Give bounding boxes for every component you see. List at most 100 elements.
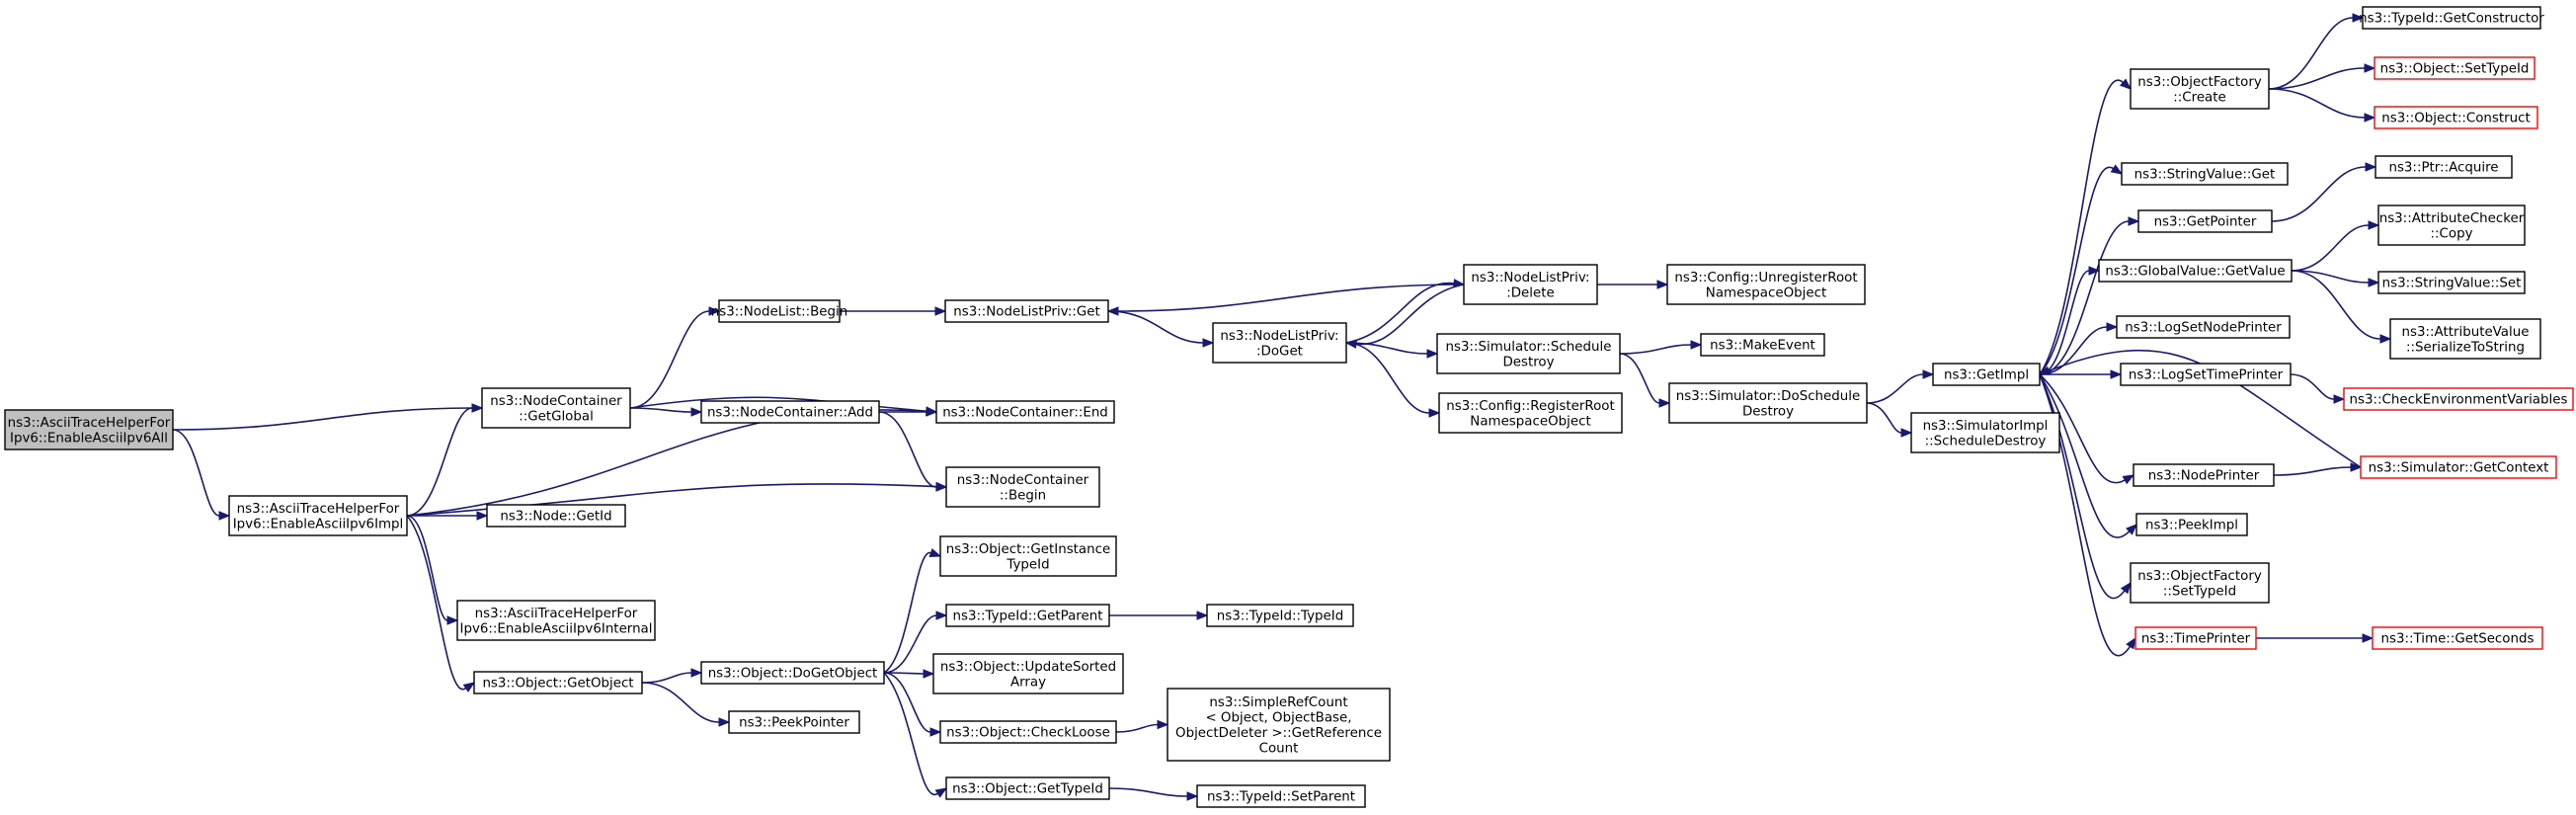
function-node-get-impl[interactable]: ns3::GetImpl: [1932, 363, 2041, 386]
edge-arrowhead: [1656, 280, 1669, 289]
node-label: ns3::TypeId::TypeId: [1217, 610, 1343, 624]
function-node-obj-do-get-object[interactable]: ns3::Object::DoGetObject: [700, 661, 885, 685]
function-node-peek-impl[interactable]: ns3::PeekImpl: [2135, 513, 2248, 536]
edge-arrowhead: [2350, 462, 2363, 472]
edge-line: [406, 515, 467, 691]
edge-arrowhead: [1202, 338, 1215, 348]
function-node-nlp-get[interactable]: ns3::NodeListPriv::Get: [944, 299, 1109, 323]
function-node-nc-get-global[interactable]: ns3::NodeContainer::GetGlobal: [481, 387, 631, 429]
function-node-get-pointer[interactable]: ns3::GetPointer: [2137, 209, 2273, 233]
function-node-ptr-acquire[interactable]: ns3::Ptr::Acquire: [2375, 155, 2513, 179]
call-edge-gv-get-value-to-ac-copy: [2291, 220, 2380, 272]
node-box: [2121, 162, 2289, 186]
edge-line: [641, 672, 692, 684]
node-label: ns3::GetPointer: [2154, 215, 2257, 230]
node-label: ::SetTypeId: [2163, 584, 2236, 599]
call-edge-obj-get-object-to-obj-do-get-object: [641, 668, 703, 684]
edge-arrowhead: [928, 548, 942, 557]
function-node-nc-end[interactable]: ns3::NodeContainer::End: [935, 400, 1115, 424]
function-node-time-printer[interactable]: ns3::TimePrinter: [2134, 626, 2257, 650]
function-node-log-set-time[interactable]: ns3::LogSetTimePrinter: [2120, 363, 2292, 386]
edge-line: [2268, 67, 2366, 90]
edge-line: [1619, 353, 1660, 404]
function-node-nc-add[interactable]: ns3::NodeContainer::Add: [700, 400, 880, 424]
edge-line: [883, 672, 931, 733]
function-node-internal[interactable]: ns3::AsciiTraceHelperForIpv6::EnableAsci…: [456, 600, 656, 641]
function-node-gv-get-value[interactable]: ns3::GlobalValue::GetValue: [2098, 259, 2293, 283]
edge-line: [883, 614, 937, 674]
function-node-obj-get-object[interactable]: ns3::Object::GetObject: [473, 671, 643, 694]
node-label: ::GetGlobal: [519, 409, 594, 424]
function-node-obj-get-tid[interactable]: ns3::Object::GetTypeId: [945, 776, 1110, 800]
function-node-tid-type-id[interactable]: ns3::TypeId::TypeId: [1206, 604, 1354, 627]
node-box: [2360, 455, 2557, 479]
function-node-av-serialize[interactable]: ns3::AttributeValue::SerializeToString: [2389, 318, 2541, 360]
function-node-nc-begin[interactable]: ns3::NodeContainer::Begin: [945, 466, 1100, 508]
edge-line: [1619, 344, 1692, 355]
node-label: ns3::NodeListPriv:: [1471, 271, 1589, 285]
edge-arrowhead: [1922, 369, 1935, 379]
node-label: ns3::NodeListPriv:: [1220, 329, 1338, 344]
edge-line: [172, 429, 220, 517]
function-node-node-printer[interactable]: ns3::NodePrinter: [2133, 463, 2275, 487]
function-node-sim-get-context[interactable]: ns3::Simulator::GetContext: [2360, 455, 2557, 479]
node-label: ns3::NodeList::Begin: [711, 305, 848, 320]
node-box: [1463, 264, 1598, 305]
function-node-obj-check-loose[interactable]: ns3::Object::CheckLoose: [939, 720, 1117, 744]
function-node-simple-ref[interactable]: ns3::SimpleRefCount< Object, ObjectBase,…: [1167, 688, 1391, 762]
function-node-nlp-do-get[interactable]: ns3::NodeListPriv::DoGet: [1212, 322, 1347, 364]
edge-arrowhead: [1344, 339, 1357, 349]
function-node-time-get-seconds[interactable]: ns3::Time::GetSeconds: [2372, 626, 2543, 650]
function-node-sv-set[interactable]: ns3::StringValue::Set: [2377, 271, 2526, 294]
node-label: Destroy: [1502, 355, 1554, 369]
call-edge-sim-do-sched-destroy-to-get-impl: [1866, 369, 1935, 404]
edge-arrowhead: [1690, 340, 1703, 350]
node-label: ::SerializeToString: [2406, 340, 2525, 355]
function-node-obj-set-tid[interactable]: ns3::Object::SetTypeId: [2374, 56, 2536, 80]
edge-line: [2039, 326, 2108, 375]
function-node-obj-construct[interactable]: ns3::Object::Construct: [2374, 106, 2538, 129]
function-node-nl-begin[interactable]: ns3::NodeList::Begin: [711, 299, 848, 323]
function-node-impl[interactable]: ns3::AsciiTraceHelperForIpv6::EnableAsci…: [228, 495, 408, 536]
call-edge-nlp-get-to-nlp-do-get: [1107, 310, 1215, 348]
function-node-nlp-delete[interactable]: ns3::NodeListPriv::Delete: [1463, 264, 1598, 305]
function-node-peek-pointer[interactable]: ns3::PeekPointer: [728, 710, 860, 734]
function-node-check-env[interactable]: ns3::CheckEnvironmentVariables: [2343, 387, 2574, 411]
edge-arrowhead: [2364, 113, 2376, 122]
call-edge-obj-do-get-object-to-obj-check-loose: [883, 672, 942, 737]
function-node-ac-copy[interactable]: ns3::AttributeChecker::Copy: [2377, 204, 2526, 246]
function-node-tid-get-ctor[interactable]: ns3::TypeId::GetConstructor: [2359, 6, 2544, 30]
edge-line: [1108, 787, 1188, 797]
edge-arrowhead: [476, 511, 489, 521]
function-node-of-set-tid[interactable]: ns3::ObjectFactory::SetTypeId: [2130, 562, 2270, 604]
node-label: ns3::NodeListPriv::Get: [953, 305, 1100, 320]
function-node-make-event[interactable]: ns3::MakeEvent: [1700, 333, 1825, 357]
function-node-tid-get-parent[interactable]: ns3::TypeId::GetParent: [945, 604, 1110, 627]
edge-line: [406, 515, 448, 621]
function-node-cfg-unreg[interactable]: ns3::Config::UnregisterRootNamespaceObje…: [1666, 264, 1866, 305]
function-node-log-set-node[interactable]: ns3::LogSetNodePrinter: [2116, 315, 2291, 339]
edge-arrowhead: [2122, 474, 2135, 485]
function-node-of-create[interactable]: ns3::ObjectFactory::Create: [2130, 68, 2270, 110]
function-node-sim-impl-sched-destroy[interactable]: ns3::SimulatorImpl::ScheduleDestroy: [1910, 412, 2060, 453]
node-box: [2134, 626, 2257, 650]
call-edge-time-printer-to-time-get-seconds: [2256, 633, 2375, 643]
function-node-root[interactable]: ns3::AsciiTraceHelperForIpv6::EnableAsci…: [4, 409, 174, 450]
node-box: [228, 495, 408, 536]
edge-arrowhead: [1157, 719, 1169, 730]
function-node-tid-set-parent[interactable]: ns3::TypeId::SetParent: [1196, 784, 1366, 808]
edge-line: [2290, 373, 2335, 400]
function-node-sv-get[interactable]: ns3::StringValue::Get: [2121, 162, 2289, 186]
function-node-sim-sched-destroy[interactable]: ns3::Simulator::ScheduleDestroy: [1436, 333, 1621, 374]
edge-arrowhead: [2038, 366, 2052, 375]
edge-line: [1866, 402, 1902, 434]
edge-arrowhead: [1428, 408, 1441, 418]
call-edge-obj-do-get-object-to-obj-get-inst-tid: [883, 548, 942, 674]
function-node-node-get-id[interactable]: ns3::Node::GetId: [486, 504, 626, 528]
node-label: Ipv6::EnableAsciiIpv6All: [10, 431, 168, 446]
node-box: [2130, 562, 2270, 604]
